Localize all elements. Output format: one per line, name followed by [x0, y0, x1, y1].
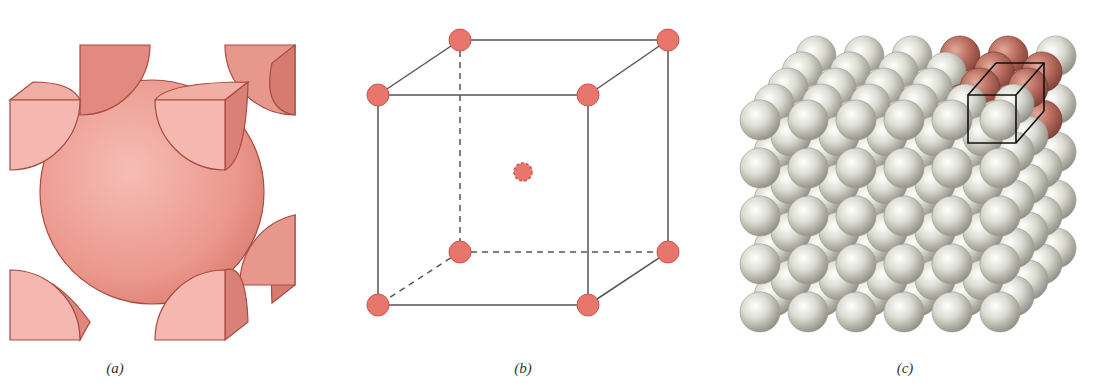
center-atom [514, 163, 532, 181]
corner-octant [270, 45, 295, 115]
corner-octant [10, 270, 80, 340]
panel-label: (b) [512, 360, 534, 377]
atom-sphere [788, 292, 828, 332]
panel-label: (a) [104, 360, 126, 377]
atom-sphere [884, 292, 924, 332]
corner-octant [240, 215, 295, 285]
atom-sphere [932, 196, 972, 236]
atom-sphere [836, 292, 876, 332]
atom-sphere [740, 292, 780, 332]
panel-label: (c) [895, 360, 916, 377]
corner-octant [225, 269, 248, 340]
atom-sphere [740, 196, 780, 236]
atom-sphere [884, 244, 924, 284]
unit-cell-outline [968, 63, 1044, 143]
atom-sphere [980, 292, 1020, 332]
atom-sphere [932, 100, 972, 140]
atom-sphere [932, 148, 972, 188]
reduced-sphere-cell [367, 29, 679, 316]
atom-sphere [788, 196, 828, 236]
corner-octant [10, 100, 80, 170]
atom-sphere [884, 148, 924, 188]
atom-sphere [740, 100, 780, 140]
atom-sphere [980, 196, 1020, 236]
atom-sphere [836, 244, 876, 284]
atom-sphere [788, 100, 828, 140]
atom-sphere [980, 100, 1020, 140]
atom-sphere [740, 148, 780, 188]
atom-sphere [884, 196, 924, 236]
atom-sphere [980, 244, 1020, 284]
hard-sphere-cell [10, 45, 295, 340]
atom-sphere [788, 148, 828, 188]
corner-octant [155, 270, 225, 340]
atom-sphere [740, 244, 780, 284]
corner-octant [225, 82, 248, 170]
atom-sphere [932, 292, 972, 332]
atom-sphere [980, 148, 1020, 188]
atom-sphere [884, 100, 924, 140]
corner-octant [80, 45, 150, 115]
atom-sphere [836, 148, 876, 188]
corner-octant [10, 82, 80, 100]
atom-sphere [836, 196, 876, 236]
corner-octant [155, 100, 225, 170]
atom-sphere [788, 244, 828, 284]
atom-sphere [836, 100, 876, 140]
atom-sphere [932, 244, 972, 284]
